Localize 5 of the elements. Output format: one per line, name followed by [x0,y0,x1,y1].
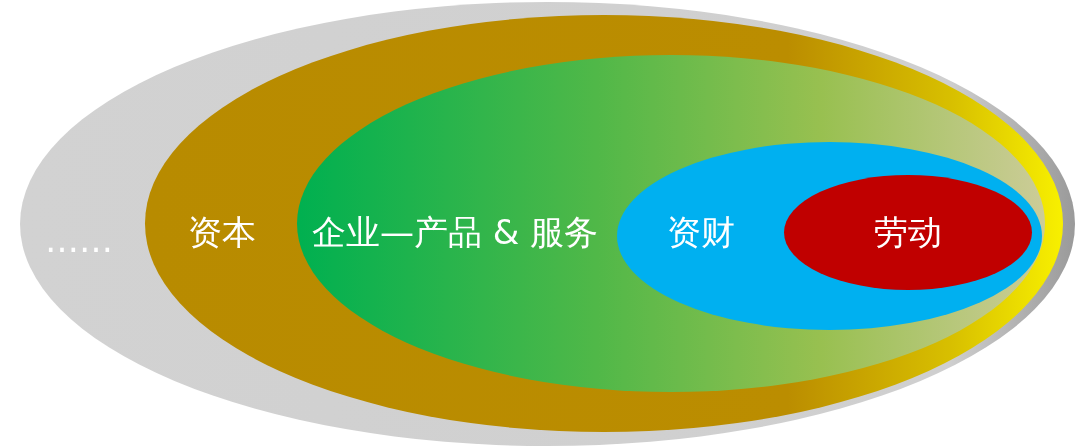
layer-label: 劳动 [873,212,943,252]
layer-label: …… [45,220,113,260]
layer-label: 企业—产品 & 服务 [312,212,599,252]
layer-label: 资财 [667,212,735,252]
layer-label: 资本 [188,212,256,252]
